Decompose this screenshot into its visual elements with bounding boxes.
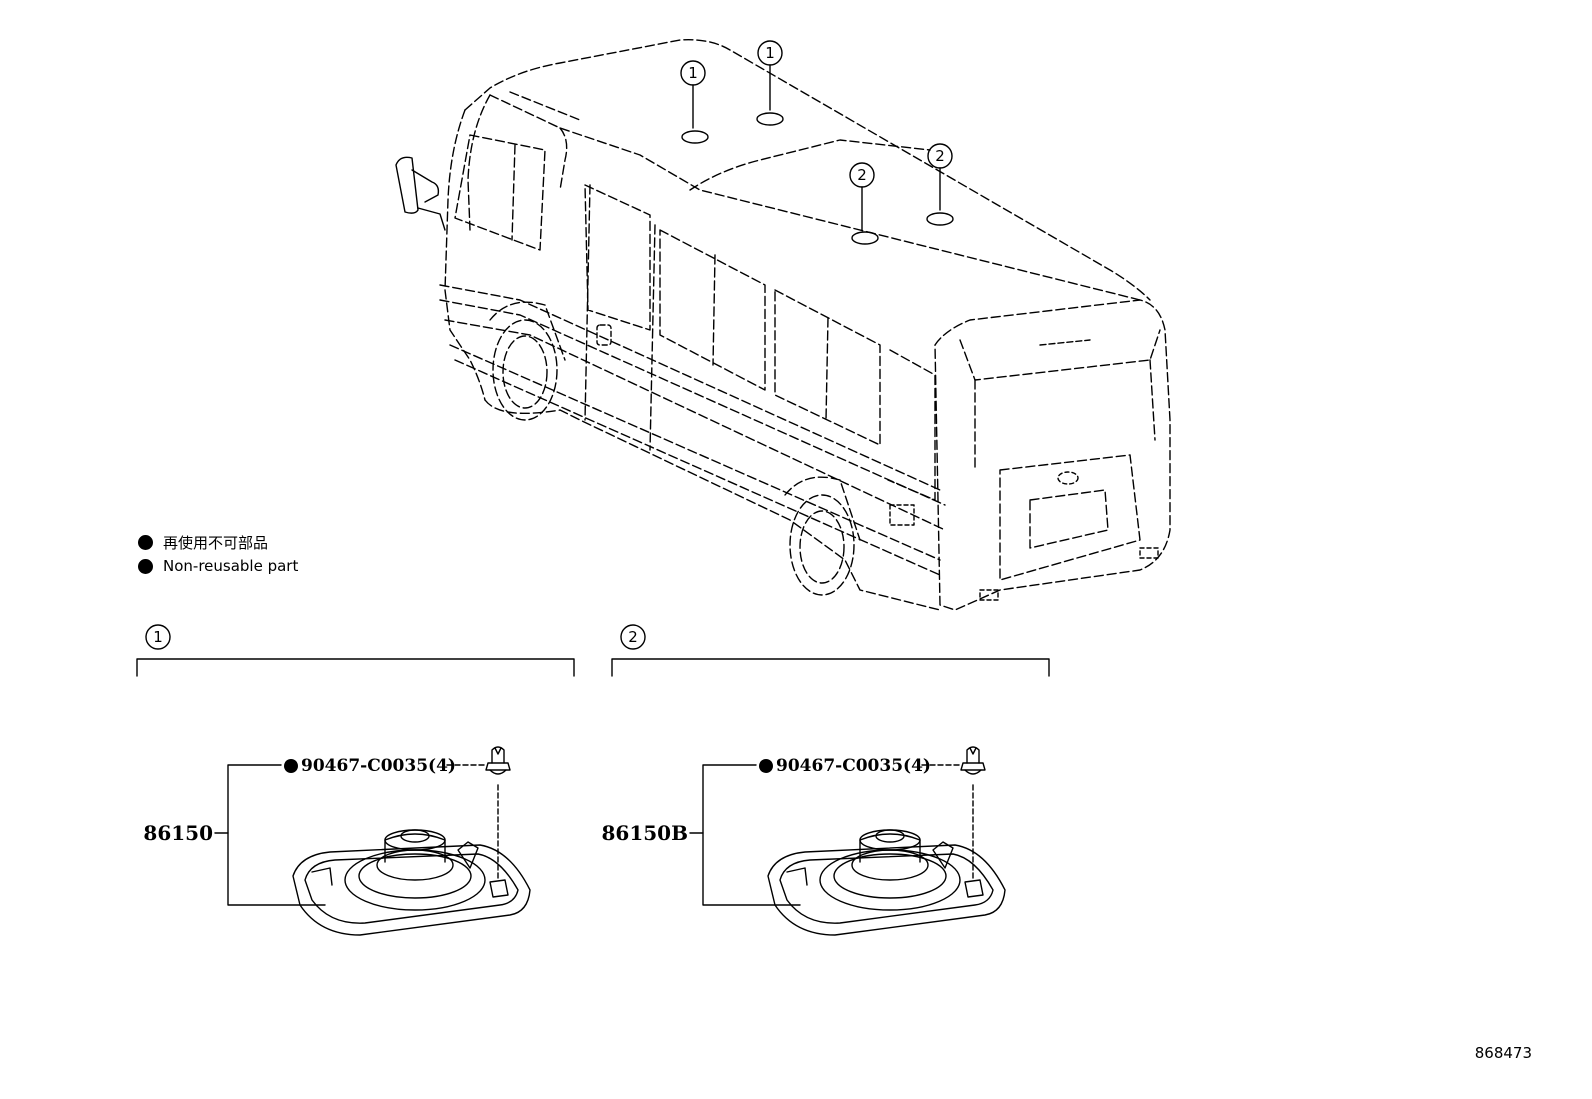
- speaker-icon: [292, 829, 531, 936]
- callout-number: 2: [857, 166, 867, 184]
- callout-number: 2: [935, 147, 945, 165]
- legend-label-ja: 再使用不可部品: [163, 534, 269, 552]
- speaker-icon: [767, 829, 1006, 936]
- fastener-part-number: 90467-C0035(4): [301, 756, 456, 776]
- bus-illustration: [395, 39, 1171, 611]
- group-bracket-2: [611, 624, 1050, 677]
- callout-number: 1: [765, 44, 775, 62]
- roof-callouts: [680, 40, 954, 245]
- leader-lines-2: [689, 764, 974, 906]
- group-marker: 2: [628, 628, 638, 646]
- legend-item-ja: 再使用不可部品: [138, 532, 268, 553]
- fastener-part-number: 90467-C0035(4): [776, 756, 931, 776]
- non-reusable-dot: [284, 759, 298, 773]
- figure-number: 868473: [1474, 1044, 1532, 1062]
- legend-item-en: Non-reusable part: [138, 557, 298, 575]
- non-reusable-dot: [138, 535, 153, 550]
- speaker-part-number: 86150B: [602, 821, 688, 845]
- clip-icon: [960, 746, 986, 775]
- group-marker: 1: [153, 628, 163, 646]
- group-bracket-1: [136, 624, 575, 677]
- non-reusable-dot: [138, 558, 153, 574]
- speaker-part-number: 86150: [143, 821, 213, 845]
- legend-label-en: Non-reusable part: [163, 557, 299, 575]
- clip-icon: [485, 746, 511, 775]
- callout-number: 1: [688, 64, 698, 82]
- non-reusable-dot: [759, 759, 773, 773]
- leader-lines-1: [214, 764, 499, 906]
